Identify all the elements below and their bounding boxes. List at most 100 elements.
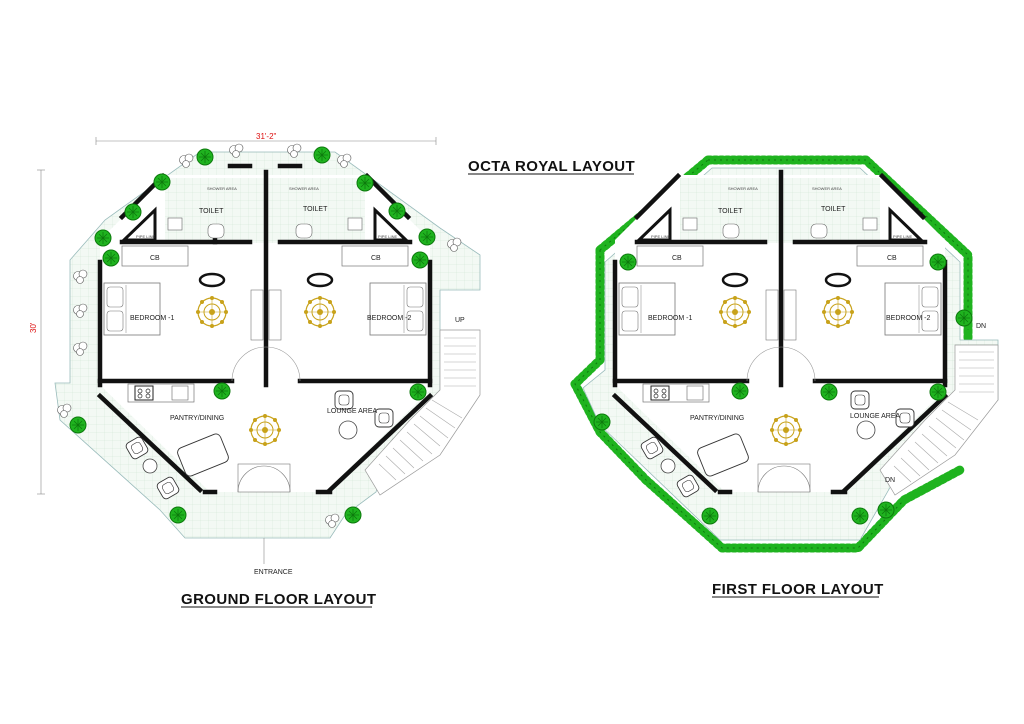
- ground-shower-1-label: SHOWER AREA: [207, 186, 237, 191]
- first-lounge-label: LOUNGE AREA: [850, 413, 901, 420]
- ground-bed-1: [103, 282, 161, 336]
- ground-chandelier-bedroom-2: [303, 295, 337, 329]
- ground-plant-9: [169, 506, 187, 524]
- ground-bed-2: [369, 282, 427, 336]
- ground-staircase: [364, 329, 481, 496]
- ground-plant-10: [344, 506, 362, 524]
- height-dimension: 30': [29, 169, 45, 495]
- first-hedge-ring-dark: [574, 159, 969, 549]
- first-cb-1: [636, 245, 704, 267]
- first-bedroom-1-label: BEDROOM -1: [648, 315, 692, 322]
- height-dimension-text: 30': [29, 322, 38, 333]
- first-plant-3: [851, 507, 869, 525]
- ground-plant-4: [356, 174, 374, 192]
- first-shower-2-label: SHOWER AREA: [812, 186, 842, 191]
- ground-chandelier-dining: [248, 413, 282, 447]
- width-dimension: 31'-2": [95, 132, 437, 145]
- ground-lounge-chair-2: [374, 408, 394, 428]
- ground-shower-2-label: SHOWER AREA: [289, 186, 319, 191]
- ground-cb-2-label: CB: [371, 255, 381, 262]
- ground-floor-plan: 31'-2" 30': [29, 132, 481, 608]
- ground-plant-7: [94, 229, 112, 247]
- ground-cb-2: [341, 245, 409, 267]
- ground-up-label: UP: [455, 317, 465, 324]
- first-cb-1-label: CB: [672, 255, 682, 262]
- first-pantry-label: PANTRY/DINING: [690, 415, 744, 422]
- ground-lounge-chair-1: [334, 390, 354, 410]
- ground-door-swing-1: [231, 346, 267, 382]
- first-floor-plan: PIPE LINE PIPE LINE: [570, 155, 999, 598]
- ground-wardrobe-2: [268, 289, 282, 341]
- first-walls: [611, 169, 949, 495]
- ground-door-swing-2: [265, 346, 301, 382]
- first-dn-2-label: DN: [885, 477, 895, 484]
- first-plant-2: [701, 507, 719, 525]
- ground-plant-6: [388, 202, 406, 220]
- ground-lounge-table: [338, 420, 358, 440]
- first-lounge-chair-1: [850, 390, 870, 410]
- width-dimension-text: 31'-2": [256, 132, 277, 141]
- ground-plant-3: [153, 173, 171, 191]
- ground-plant-2: [313, 146, 331, 164]
- first-shower-1-label: SHOWER AREA: [728, 186, 758, 191]
- first-sanitary: [682, 217, 878, 239]
- ground-lounge-label: LOUNGE AREA: [327, 408, 378, 415]
- first-indoor-plant-3: [929, 383, 947, 401]
- ground-rug-2: [306, 272, 334, 288]
- ground-plant-8: [418, 228, 436, 246]
- first-toilet-1-label: TOILET: [718, 208, 743, 215]
- ground-sanitary: [167, 217, 363, 239]
- first-chandelier-dining: [769, 413, 803, 447]
- first-bedroom-2-label: BEDROOM -2: [886, 315, 930, 322]
- ground-toilet-1-label: TOILET: [199, 208, 224, 215]
- first-plant-4: [877, 501, 895, 519]
- ground-pipe-lines: PIPE LINE PIPE LINE: [120, 206, 410, 242]
- first-indoor-plant-1: [731, 382, 749, 400]
- ground-indoor-plant-4: [411, 251, 429, 269]
- ground-sink: [171, 385, 189, 401]
- sheet-title: OCTA ROYAL LAYOUT: [468, 158, 635, 175]
- ground-pantry-label: PANTRY/DINING: [170, 415, 224, 422]
- first-pipe-line-1-label: PIPE LINE: [651, 234, 670, 239]
- ground-wardrobe-1: [250, 289, 264, 341]
- ground-indoor-plant-3: [102, 249, 120, 267]
- first-toilet-2-label: TOILET: [821, 206, 846, 213]
- ground-rug-1: [198, 272, 226, 288]
- first-stove: [650, 385, 670, 401]
- first-pipe-lines: PIPE LINE PIPE LINE: [635, 206, 925, 242]
- ground-pipe-line-1-label: PIPE LINE: [136, 234, 155, 239]
- first-chandelier-bedroom-2: [821, 295, 855, 329]
- ground-indoor-plant-2: [409, 383, 427, 401]
- first-loveseat: [697, 433, 749, 477]
- first-cb-2: [856, 245, 924, 267]
- ground-entrance-label: ENTRANCE: [254, 569, 293, 576]
- first-indoor-plant-5: [929, 253, 947, 271]
- first-balcony-door: [757, 463, 811, 493]
- ground-plant-11: [69, 416, 87, 434]
- first-indoor-plant-4: [619, 253, 637, 271]
- first-plant-5: [955, 309, 973, 327]
- first-sink: [686, 385, 704, 401]
- first-hedge-ring: [570, 155, 973, 553]
- first-wardrobe-1: [765, 289, 779, 341]
- first-bed-1: [618, 282, 676, 336]
- first-rug-1: [721, 272, 749, 288]
- ground-floor-title: GROUND FLOOR LAYOUT: [181, 591, 376, 608]
- first-lounge-table: [856, 420, 876, 440]
- first-cb-2-label: CB: [887, 255, 897, 262]
- ground-plant-5: [124, 203, 142, 221]
- first-wardrobe-2: [783, 289, 797, 341]
- ground-stove: [134, 385, 154, 401]
- ground-cb-1: [121, 245, 189, 267]
- first-side-table: [660, 458, 676, 474]
- first-chandelier-bedroom-1: [718, 295, 752, 329]
- ground-entrance-door: [237, 463, 291, 493]
- ground-pipe-line-2-label: PIPE LINE: [378, 234, 397, 239]
- first-door-swing-2: [780, 346, 816, 382]
- first-staircase: [879, 344, 999, 496]
- ground-chandelier-bedroom-1: [195, 295, 229, 329]
- first-bed-2: [884, 282, 942, 336]
- first-floor-title: FIRST FLOOR LAYOUT: [712, 581, 884, 598]
- first-door-swing-1: [746, 346, 782, 382]
